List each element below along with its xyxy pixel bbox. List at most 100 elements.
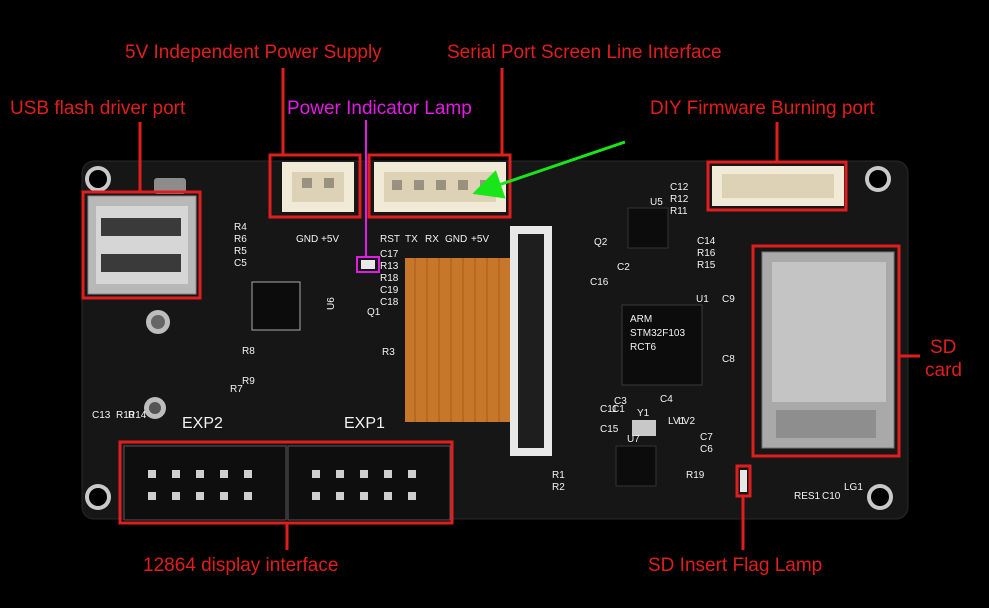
silk-component-label: R9 bbox=[242, 376, 255, 387]
silk-component-label: C6 bbox=[700, 444, 713, 455]
mcu-mark-3: RCT6 bbox=[630, 342, 657, 353]
usb-port bbox=[87, 178, 197, 295]
flex-ribbon bbox=[405, 226, 552, 456]
silk-q2: Q2 bbox=[594, 237, 608, 248]
silk-exp1: EXP1 bbox=[344, 415, 385, 432]
chip-u5 bbox=[627, 207, 669, 249]
label-sd-card-1: SD bbox=[930, 337, 957, 358]
silk-component-label: C14 bbox=[697, 236, 716, 247]
silk-component-label: R3 bbox=[382, 347, 395, 358]
silk-serial-pin: RX bbox=[425, 234, 439, 245]
header-pins bbox=[148, 470, 416, 500]
silk-component-label: C5 bbox=[234, 258, 247, 269]
silk-component-label: R1 bbox=[552, 470, 565, 481]
power-connector bbox=[282, 162, 354, 212]
silk-serial-pin: RST bbox=[380, 234, 400, 245]
silk-serial-pin: +5V bbox=[471, 234, 489, 245]
label-power-supply: 5V Independent Power Supply bbox=[125, 42, 382, 63]
silk-component-label: C13 bbox=[92, 410, 111, 421]
silk-u7: U7 bbox=[627, 434, 640, 445]
silk-component-label: R19 bbox=[686, 470, 705, 481]
silk-component-label: C11 bbox=[600, 404, 618, 415]
silk-q1: Q1 bbox=[367, 307, 381, 318]
header-pin bbox=[244, 492, 252, 500]
label-sd-flag-lamp: SD Insert Flag Lamp bbox=[648, 555, 823, 576]
silk-exp2: EXP2 bbox=[182, 415, 223, 432]
label-usb-port: USB flash driver port bbox=[10, 98, 186, 119]
header-pin bbox=[312, 492, 320, 500]
silk-component-label: R13 bbox=[380, 261, 399, 272]
lamp-highlight-box bbox=[356, 256, 380, 273]
header-pin bbox=[384, 470, 392, 478]
serial-highlight-box bbox=[367, 153, 512, 219]
mounting-holes bbox=[85, 166, 893, 510]
silk-serial-pins: RST TX RX GND +5V bbox=[380, 234, 489, 245]
silk-serial-pin: TX bbox=[405, 234, 418, 245]
label-sd-card-2: card bbox=[925, 360, 962, 381]
chip-u7 bbox=[615, 445, 657, 487]
silk-component-label: R10 bbox=[116, 410, 135, 421]
silk-component-label: LV1 bbox=[668, 416, 685, 427]
power-highlight-box bbox=[268, 153, 362, 219]
silk-component-label: R7 bbox=[230, 384, 243, 395]
silk-component-label: C4 bbox=[660, 394, 673, 405]
sd-highlight-box bbox=[751, 244, 901, 458]
label-firmware-port: DIY Firmware Burning port bbox=[650, 98, 875, 119]
mcu-mark-1: ARM bbox=[630, 314, 652, 325]
header-pin bbox=[336, 470, 344, 478]
silk-component-label: R6 bbox=[234, 234, 247, 245]
header-pin bbox=[196, 492, 204, 500]
silk-component-label: C2 bbox=[617, 262, 630, 273]
header-pin bbox=[220, 470, 228, 478]
silk-component-label: R2 bbox=[552, 482, 565, 493]
silk-y1: Y1 bbox=[637, 408, 650, 419]
silk-component-label: C17 bbox=[380, 249, 399, 260]
silk-component-label: C8 bbox=[722, 354, 735, 365]
silk-component-label: R14 bbox=[128, 410, 147, 421]
sd-flag-led bbox=[740, 470, 747, 492]
serial-connector bbox=[374, 162, 506, 212]
silk-res1: RES1 bbox=[794, 491, 821, 502]
silk-component-label: C9 bbox=[722, 294, 735, 305]
header-pin bbox=[408, 492, 416, 500]
firmware-connector bbox=[712, 166, 844, 206]
label-power-lamp: Power Indicator Lamp bbox=[287, 98, 472, 119]
silk-component-label: R15 bbox=[697, 260, 716, 271]
header-pin bbox=[244, 470, 252, 478]
regulator-u6 bbox=[251, 281, 301, 331]
header-pin bbox=[148, 470, 156, 478]
silk-component-label: R11 bbox=[670, 206, 688, 217]
header-pin bbox=[360, 470, 368, 478]
silk-u6: U6 bbox=[326, 297, 337, 310]
silk-serial-pin: GND bbox=[445, 234, 467, 245]
header-pin bbox=[172, 492, 180, 500]
crystal-y1 bbox=[632, 420, 656, 436]
header-pin bbox=[408, 470, 416, 478]
firmware-arrow bbox=[472, 140, 626, 199]
silk-component-label: C12 bbox=[670, 182, 689, 193]
power-led bbox=[361, 260, 375, 269]
silk-component-label: R8 bbox=[242, 346, 255, 357]
silk-component-label: C10 bbox=[822, 491, 841, 502]
silk-u1: U1 bbox=[696, 294, 709, 305]
header-pin bbox=[220, 492, 228, 500]
sd-card-slot bbox=[761, 251, 895, 449]
silk-component-label: R18 bbox=[380, 273, 399, 284]
silk-component-label: C16 bbox=[590, 277, 609, 288]
exp-headers bbox=[123, 445, 451, 521]
silk-component-label: LV2 bbox=[678, 416, 695, 427]
header-pin bbox=[312, 470, 320, 478]
silk-component-label: C15 bbox=[600, 424, 619, 435]
mcu-mark-2: STM32F103 bbox=[630, 328, 685, 339]
header-pin bbox=[360, 492, 368, 500]
silk-lg1: LG1 bbox=[844, 482, 863, 493]
silk-component-label: C1 bbox=[612, 404, 625, 415]
silk-power-pins: GND +5V bbox=[296, 234, 339, 245]
label-display-interface: 12864 display interface bbox=[143, 555, 339, 576]
silk-component-label: R5 bbox=[234, 246, 247, 257]
header-pin bbox=[148, 492, 156, 500]
silk-component-label: C18 bbox=[380, 297, 399, 308]
